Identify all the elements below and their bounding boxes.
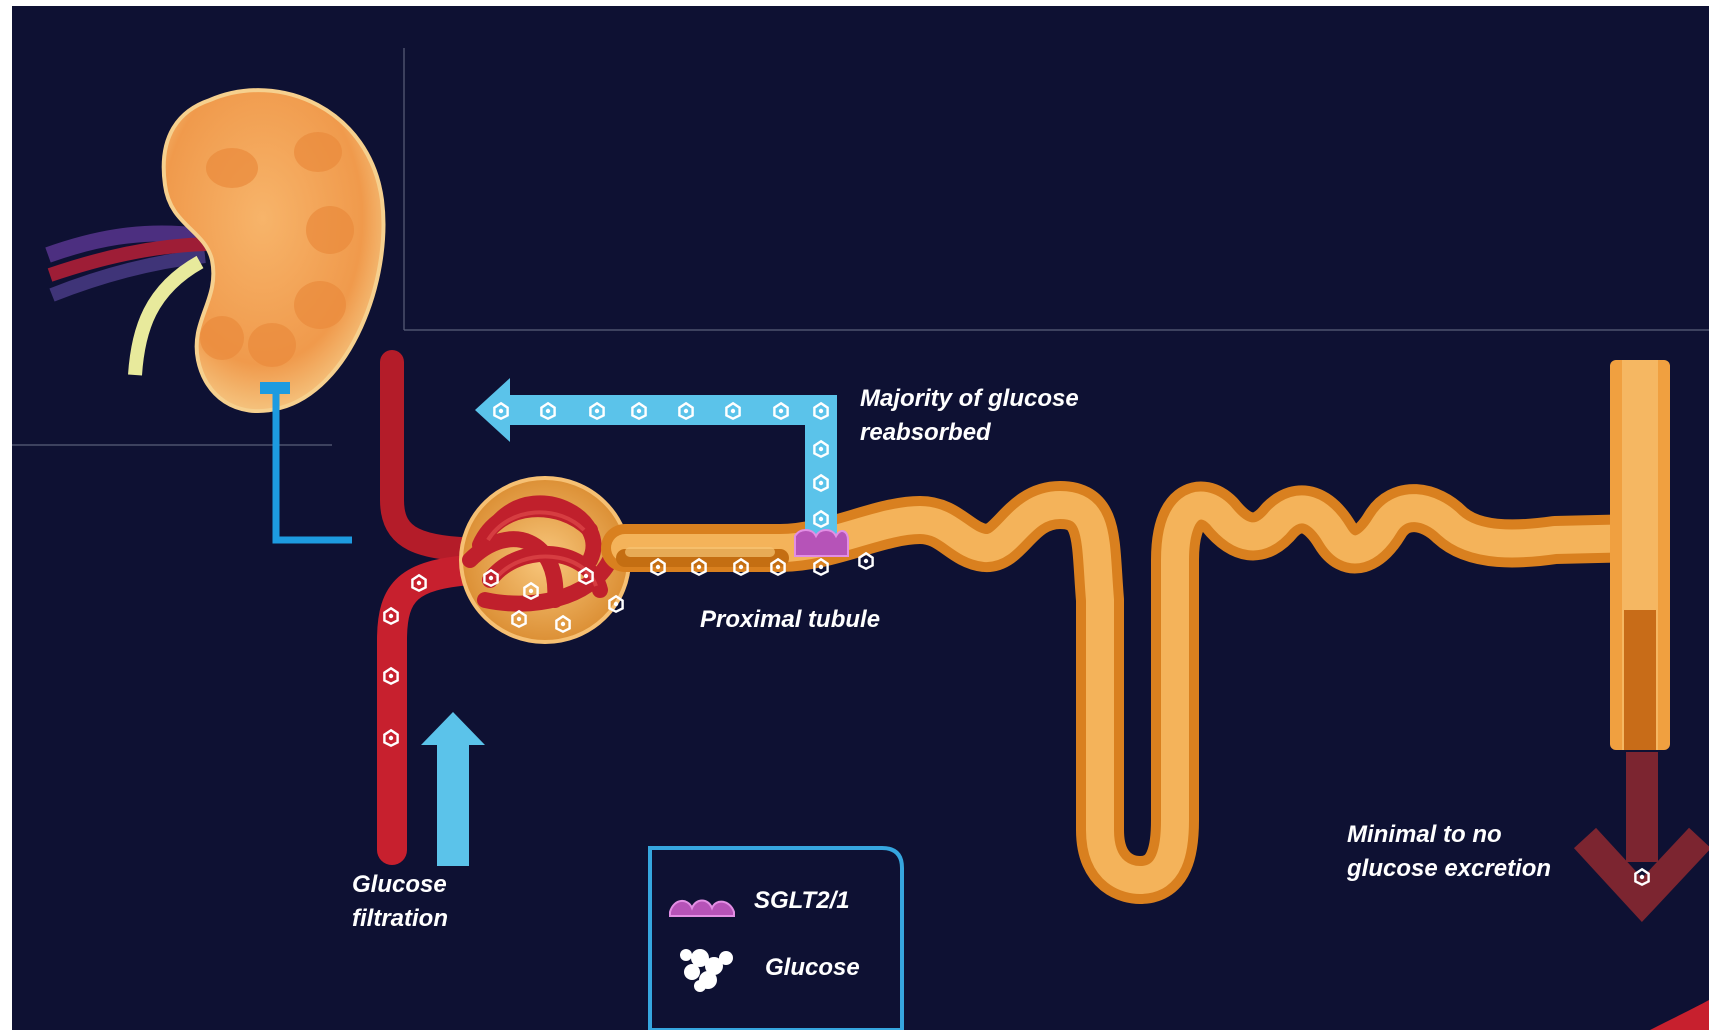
excretion-label: Minimal to no glucose excretion — [1347, 818, 1551, 886]
legend-sglt-label: SGLT2/1 — [754, 884, 850, 918]
bowmans-capsule — [461, 478, 629, 642]
corner-accent — [1650, 1000, 1709, 1030]
reabsorption-label-line2: reabsorbed — [860, 416, 1079, 450]
filtration-label-line2: filtration — [352, 902, 448, 936]
filtration-label-line1: Glucose — [352, 868, 448, 902]
callout-bracket — [260, 382, 352, 540]
excretion-label-line1: Minimal to no — [1347, 818, 1551, 852]
kidney-illustration — [48, 90, 383, 411]
glucose-molecule-icon — [680, 949, 733, 992]
reabsorption-label: Majority of glucose reabsorbed — [860, 382, 1079, 450]
excretion-label-line2: glucose excretion — [1347, 852, 1551, 886]
filtration-label: Glucose filtration — [352, 868, 448, 936]
reabsorption-label-line1: Majority of glucose — [860, 382, 1079, 416]
legend-box — [650, 848, 902, 1030]
proximal-tubule-label: Proximal tubule — [700, 603, 880, 637]
legend-glucose-label: Glucose — [765, 951, 860, 985]
filtration-arrow — [421, 712, 485, 866]
excretion-arrow — [1585, 752, 1700, 900]
collecting-duct — [1610, 360, 1670, 750]
sglt-transporter — [795, 530, 848, 556]
sglt-transporter-icon — [670, 901, 734, 917]
